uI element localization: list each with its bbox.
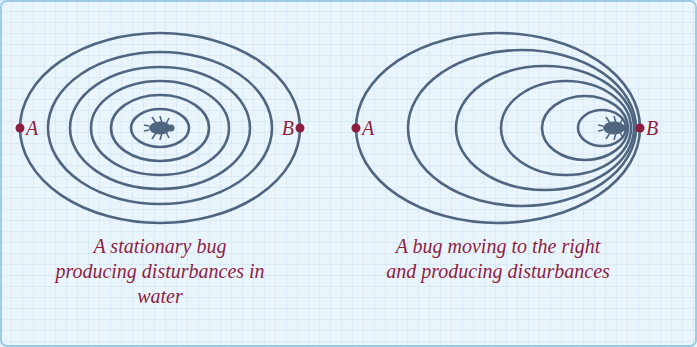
point-label: A	[26, 116, 38, 141]
point-dot	[352, 124, 361, 133]
point-label: B	[646, 116, 658, 141]
wave-ring	[91, 81, 229, 175]
wave-ring	[70, 67, 250, 189]
wave-ring	[456, 66, 634, 190]
wave-ring	[542, 96, 628, 160]
wave-ring	[408, 50, 636, 206]
wave-ring	[48, 52, 272, 204]
wave-ring	[111, 95, 209, 161]
point-dots	[16, 124, 645, 133]
bug-icon	[598, 116, 629, 140]
wave-ring	[356, 33, 640, 223]
caption-text: A bug moving to the right and producing …	[386, 234, 611, 284]
wave-ring	[501, 81, 631, 175]
wave-ring	[131, 109, 189, 147]
stationary-waves	[20, 33, 300, 223]
point-dot	[636, 124, 645, 133]
bug-icon	[144, 116, 175, 140]
point-dot	[296, 124, 305, 133]
moving-waves	[356, 33, 640, 223]
point-label: B	[282, 116, 294, 141]
point-dot	[16, 124, 25, 133]
point-label: A	[362, 116, 374, 141]
wave-ring	[20, 33, 300, 223]
caption-text: A stationary bug producing disturbances …	[53, 234, 268, 309]
wave-ring	[578, 110, 626, 146]
